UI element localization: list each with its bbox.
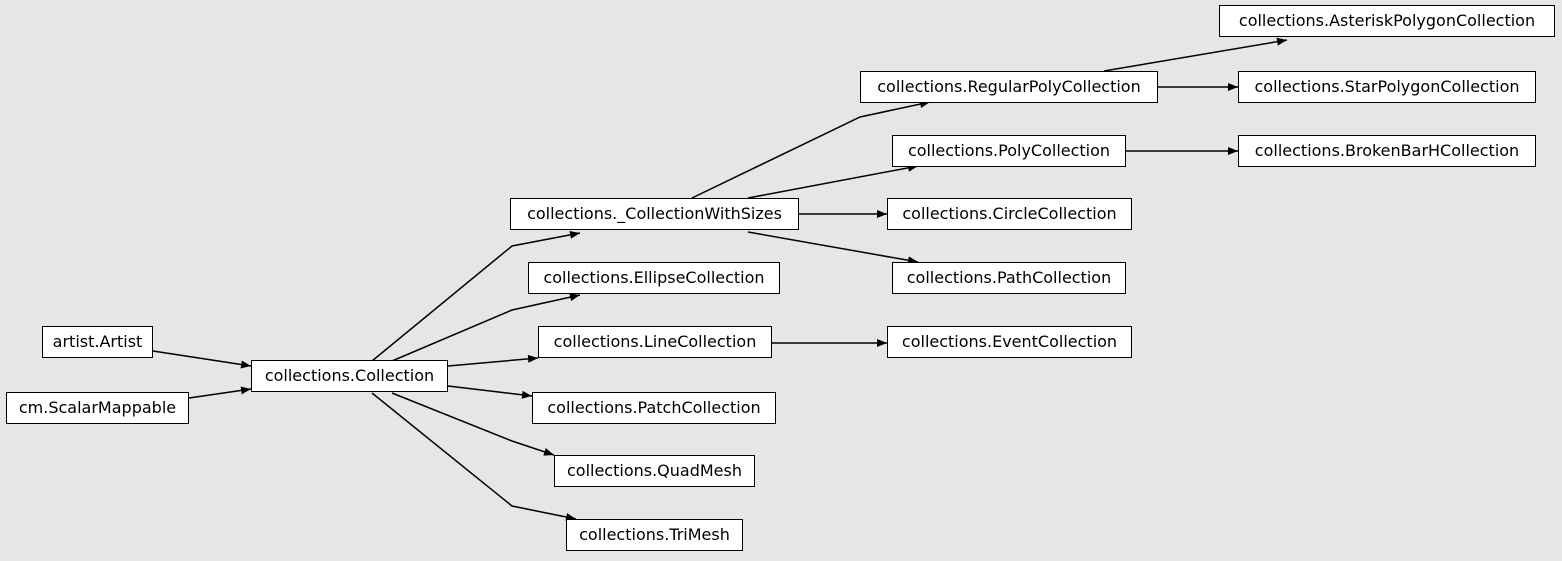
node-eventcollection: collections.EventCollection	[887, 326, 1132, 358]
edge-collectionwithsizes-to-regularpolycollection	[691, 100, 931, 199]
edge-collection-to-linecollection	[447, 354, 539, 367]
node-linecollection: collections.LineCollection	[538, 326, 772, 358]
node-collectionwithsizes: collections._CollectionWithSizes	[510, 198, 799, 230]
node-patchcollection: collections.PatchCollection	[532, 392, 776, 424]
node-ellipsecollection: collections.EllipseCollection	[528, 262, 780, 294]
edge-collectionwithsizes-to-pathcollection	[747, 231, 919, 265]
edge-collection-to-quadmesh	[391, 392, 555, 456]
edge-collection-to-patchcollection	[447, 385, 533, 399]
node-artist-artist: artist.Artist	[42, 326, 153, 358]
edge-scalarmappable-to-collection	[188, 386, 252, 399]
node-regularpolycollection: collections.RegularPolyCollection	[860, 71, 1158, 103]
node-pathcollection: collections.PathCollection	[892, 262, 1126, 294]
edge-collection-to-collectionwithsizes	[371, 230, 581, 362]
node-asteriskpolygoncollection: collections.AsteriskPolygonCollection	[1219, 5, 1555, 37]
node-quadmesh: collections.QuadMesh	[554, 455, 755, 487]
node-polycollection: collections.PolyCollection	[892, 135, 1126, 167]
edge-collection-to-trimesh	[371, 392, 577, 521]
edge-collection-to-ellipsecollection	[391, 293, 581, 362]
node-circlecollection: collections.CircleCollection	[887, 198, 1132, 230]
node-starpolygoncollection: collections.StarPolygonCollection	[1238, 71, 1536, 103]
node-trimesh: collections.TriMesh	[566, 519, 743, 551]
node-brokenbarhcollection: collections.BrokenBarHCollection	[1238, 135, 1536, 167]
node-cm-scalarmappable: cm.ScalarMappable	[6, 392, 189, 424]
node-collections-collection: collections.Collection	[251, 360, 448, 392]
edge-artist-to-collection	[152, 350, 252, 369]
edge-collectionwithsizes-to-polycollection	[747, 163, 919, 199]
edge-regularpolycollection-to-asteriskpolygoncollection	[1103, 37, 1288, 72]
